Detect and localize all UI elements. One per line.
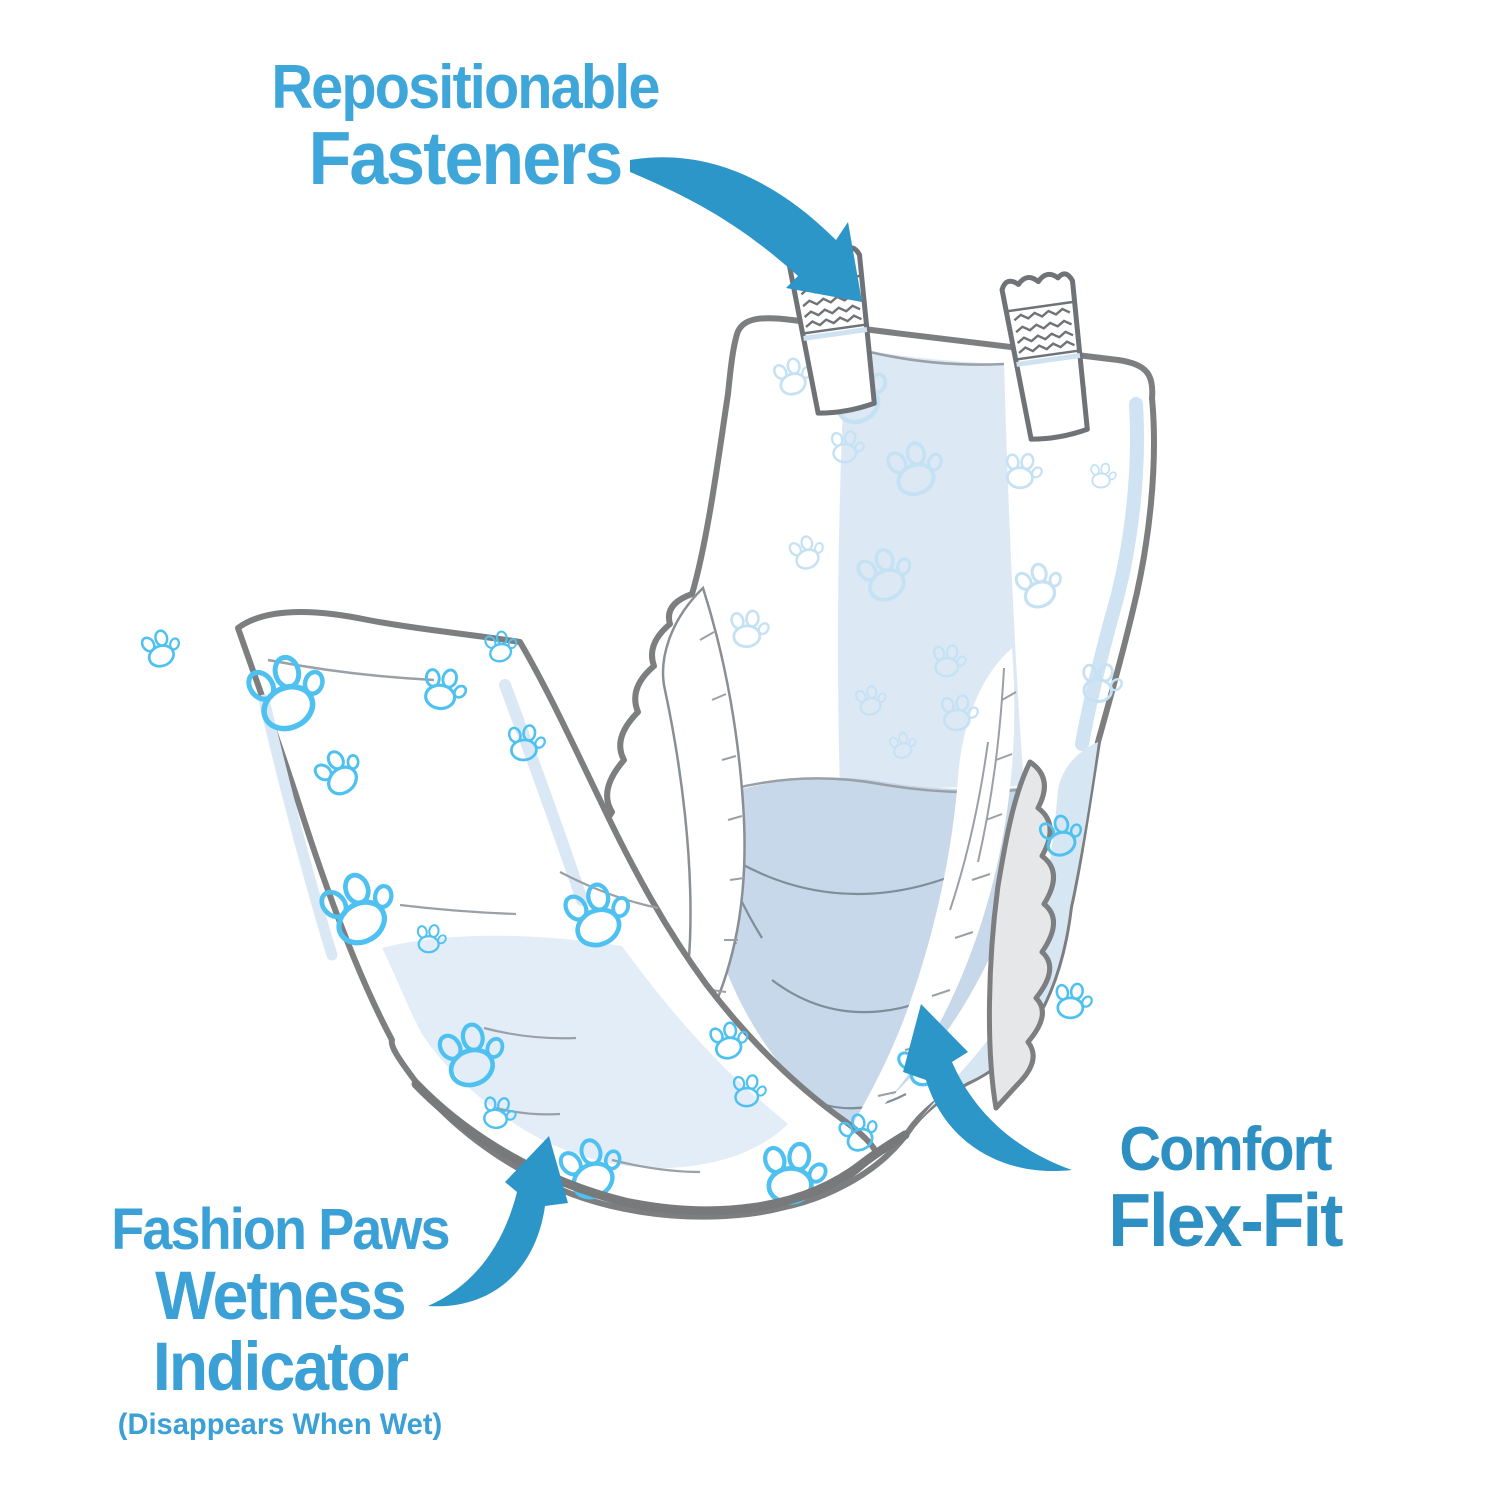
callout-flexfit-line1: Comfort <box>1119 1115 1332 1184</box>
callout-wetness-line3: Indicator <box>152 1327 409 1405</box>
callout-arrow-flex-fit <box>903 1004 1072 1172</box>
callout-repositionable-fasteners: Repositionable Fasteners <box>140 56 790 197</box>
callout-arrow-wetness <box>428 1136 568 1307</box>
panel-pad <box>838 346 1024 790</box>
diaper-back-panel <box>589 315 1157 1215</box>
callout-comfort-flex-fit: Comfort Flex-Fit <box>1025 1118 1425 1259</box>
bottom-edge-outline <box>411 1079 910 1216</box>
callout-arrow-fasteners <box>630 157 862 302</box>
callout-wetness-note: (Disappears When Wet) <box>117 1407 443 1441</box>
callout-wetness-line1: Fashion Paws <box>111 1197 450 1262</box>
callout-fasteners-line1: Repositionable <box>271 53 660 122</box>
paw-print-icon <box>136 625 186 673</box>
paw-print-icon <box>1047 977 1098 1026</box>
callout-flexfit-line2: Flex-Fit <box>1108 1177 1343 1262</box>
right-leg-wrinkle-band <box>845 648 1017 1138</box>
callout-fasteners-line2: Fasteners <box>308 115 624 200</box>
flap-pad <box>382 935 788 1169</box>
flap-fold-lines <box>258 658 701 1174</box>
callout-wetness-line2: Wetness <box>155 1256 407 1334</box>
callout-wetness-indicator: Fashion Paws Wetness Indicator (Disappea… <box>35 1200 525 1441</box>
